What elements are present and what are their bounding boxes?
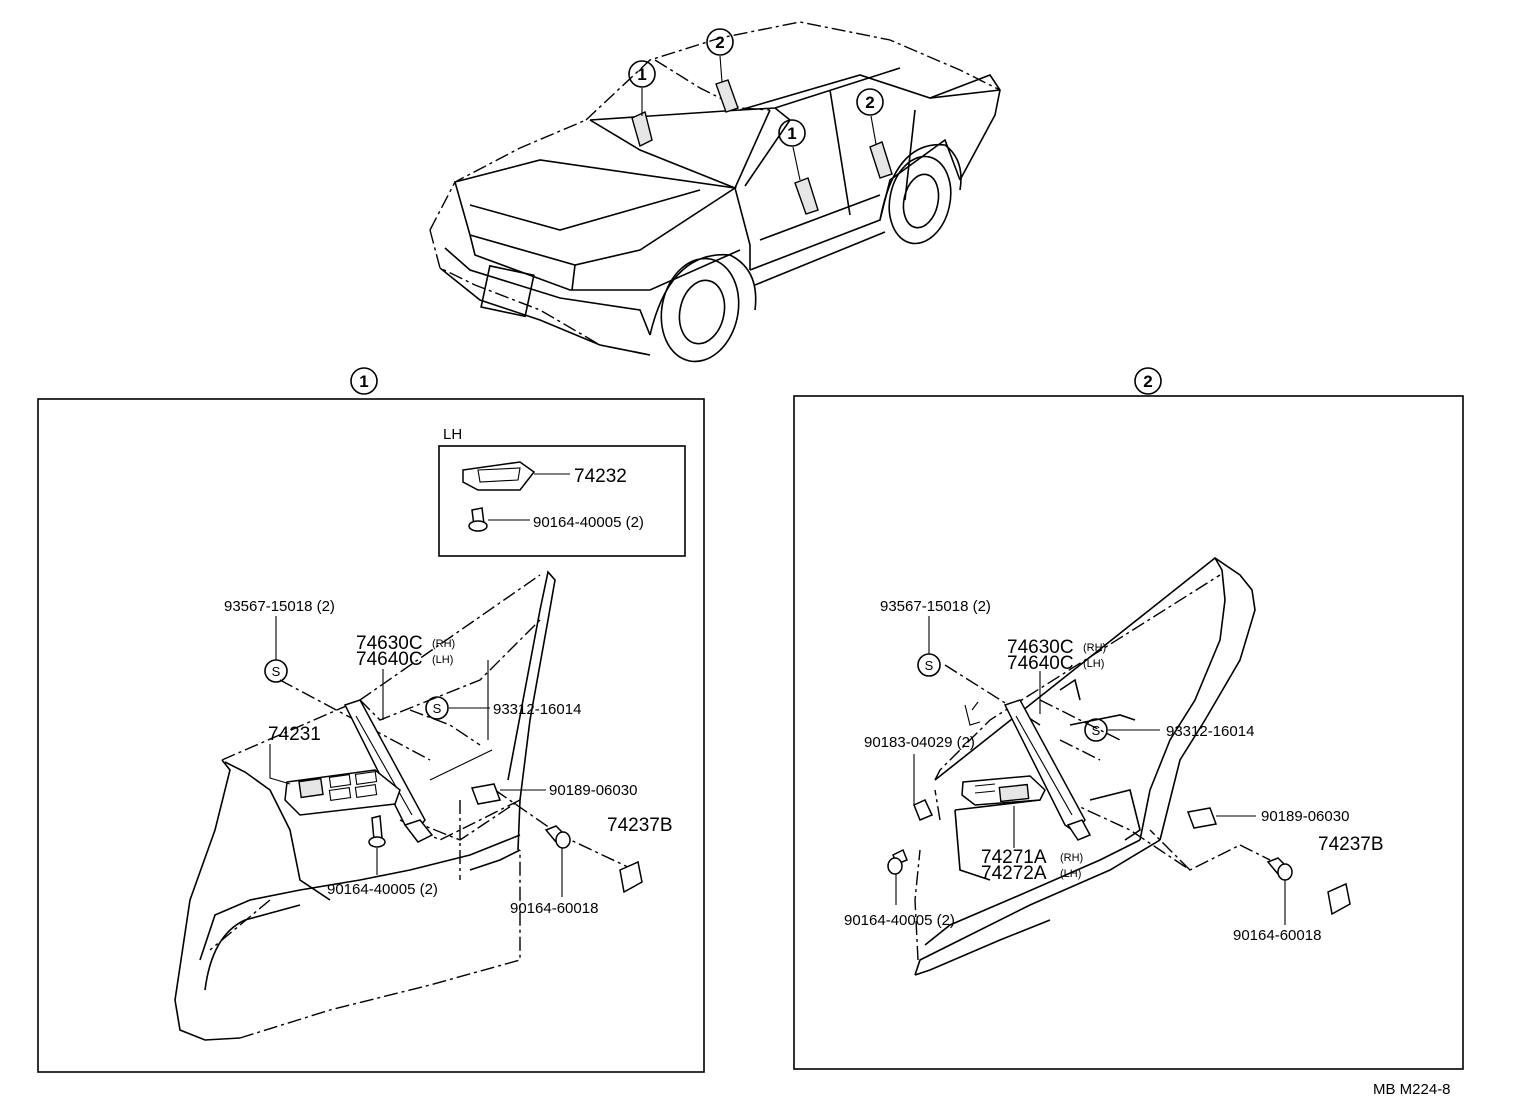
panel-2: 2 bbox=[793, 367, 1464, 1070]
callout-2-side: 2 bbox=[865, 93, 874, 112]
p2-label-74272A-suffix: (LH) bbox=[1060, 868, 1081, 880]
p2-label-90164-60018: 90164-60018 bbox=[1233, 927, 1321, 944]
p1-label-93312: 93312-16014 bbox=[493, 701, 581, 718]
diagram-code: MB M224-8 bbox=[1373, 1081, 1451, 1098]
callout-1-front: 1 bbox=[637, 65, 646, 84]
inset-part-74232: 74232 bbox=[574, 466, 627, 487]
panel-2-marker: 2 bbox=[1143, 372, 1152, 391]
s-symbol-1a: S bbox=[272, 664, 281, 679]
panel-1: 1 LH 74232 90164-40005 (2) bbox=[37, 367, 705, 1073]
p2-label-74271A-suffix: (RH) bbox=[1060, 852, 1083, 864]
p1-label-74630C-suffix: (RH) bbox=[432, 638, 455, 650]
p2-label-93567: 93567-15018 (2) bbox=[880, 598, 991, 615]
p2-label-90189: 90189-06030 bbox=[1261, 808, 1349, 825]
callout-1-side: 1 bbox=[787, 124, 796, 143]
p2-label-74237B: 74237B bbox=[1318, 834, 1384, 855]
s-symbol-1b: S bbox=[433, 701, 442, 716]
car-overview: 1 2 1 2 bbox=[429, 21, 1001, 363]
p2-label-74640C-suffix: (LH) bbox=[1083, 658, 1104, 670]
p1-label-93567: 93567-15018 (2) bbox=[224, 598, 335, 615]
p2-label-93312: 93312-16014 bbox=[1166, 723, 1254, 740]
p2-label-90183: 90183-04029 (2) bbox=[864, 734, 975, 751]
p2-label-74630C: 74630C bbox=[1007, 637, 1074, 658]
s-symbol-2a: S bbox=[925, 658, 934, 673]
inset-part-screw: 90164-40005 (2) bbox=[533, 514, 644, 531]
inset-box bbox=[438, 445, 686, 557]
p1-label-74231: 74231 bbox=[268, 724, 321, 745]
p2-label-74272A: 74272A bbox=[981, 863, 1047, 884]
p1-label-90164-60018: 90164-60018 bbox=[510, 900, 598, 917]
p1-label-74640C: 74640C bbox=[356, 649, 423, 670]
p1-label-90189: 90189-06030 bbox=[549, 782, 637, 799]
p2-label-74630C-suffix: (RH) bbox=[1083, 642, 1106, 654]
panel-1-marker: 1 bbox=[359, 372, 368, 391]
inset-side-label: LH bbox=[443, 426, 462, 443]
s-symbol-2b: S bbox=[1092, 723, 1101, 738]
p1-label-74640C-suffix: (LH) bbox=[432, 654, 453, 666]
panel-2-frame bbox=[793, 395, 1464, 1070]
p1-label-74237B: 74237B bbox=[607, 815, 673, 836]
p1-label-74630C: 74630C bbox=[356, 633, 423, 654]
panel-1-frame bbox=[37, 398, 705, 1073]
p2-label-74271A: 74271A bbox=[981, 847, 1047, 868]
p2-label-90164-40005: 90164-40005 (2) bbox=[844, 912, 955, 929]
p1-label-90164-40005: 90164-40005 (2) bbox=[327, 881, 438, 898]
callout-2-rear: 2 bbox=[715, 33, 724, 52]
p2-label-74640C: 74640C bbox=[1007, 653, 1074, 674]
